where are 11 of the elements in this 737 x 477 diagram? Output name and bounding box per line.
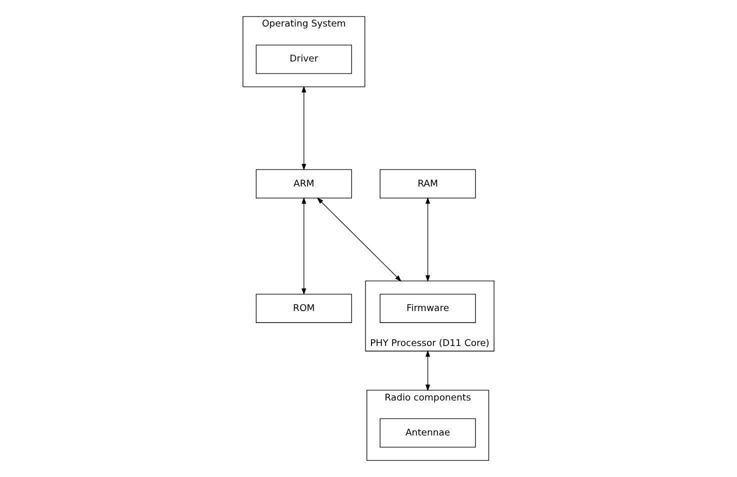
arrow — [302, 86, 306, 170]
arrow — [316, 197, 402, 282]
node-box: ROM — [256, 294, 352, 323]
arrow — [425, 350, 430, 392]
node-box: Firmware — [380, 294, 476, 323]
node-box: Driver — [256, 44, 352, 74]
arrow — [302, 197, 306, 296]
node-box: RAM — [380, 169, 476, 198]
arrow — [425, 197, 430, 282]
node-box: ARM — [256, 169, 352, 198]
node-box: Antennae — [380, 418, 476, 448]
